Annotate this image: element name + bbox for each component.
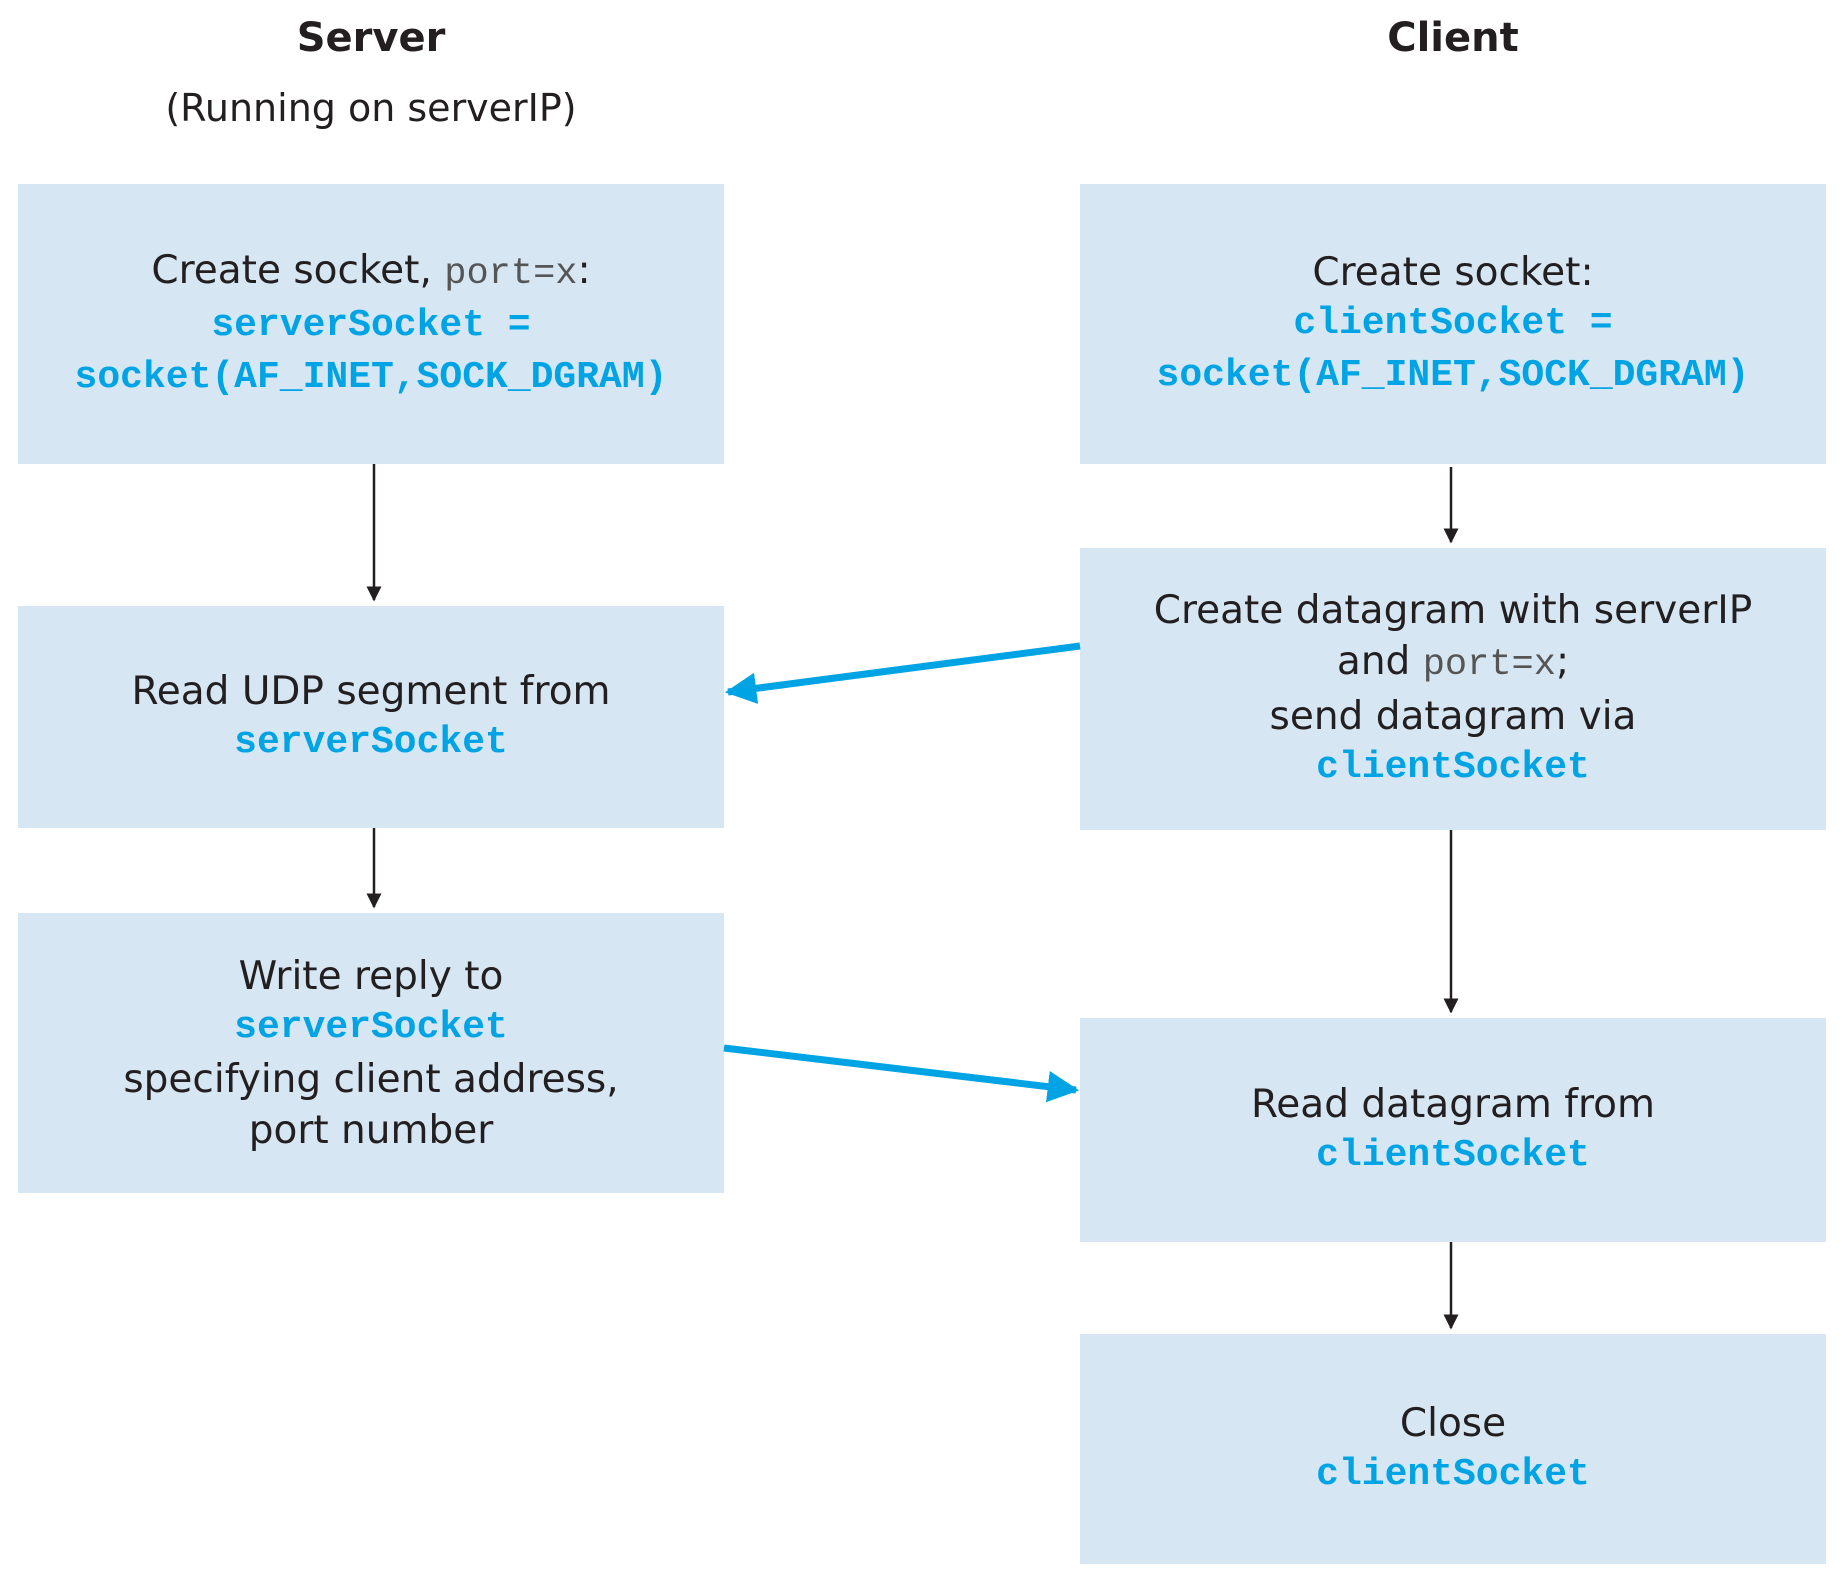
server-write-reply-label: Write reply to bbox=[238, 953, 504, 999]
server-create-socket-box: Create socket, port=x: serverSocket = so… bbox=[18, 184, 724, 464]
server-subtitle: (Running on serverIP) bbox=[165, 86, 577, 130]
server-socket-assign-code: serverSocket = bbox=[211, 303, 531, 347]
server-write-port-number-label: port number bbox=[248, 1107, 494, 1153]
client-socket-call-code: socket(AF_INET,SOCK_DGRAM) bbox=[1156, 353, 1750, 397]
client-send-socket-code: clientSocket bbox=[1316, 745, 1590, 789]
server-write-client-address-label: specifying client address, bbox=[123, 1056, 619, 1102]
server-read-segment-box: Read UDP segment from serverSocket bbox=[18, 606, 724, 828]
client-close-box: Close clientSocket bbox=[1080, 1334, 1826, 1564]
client-create-socket-box: Create socket: clientSocket = socket(AF_… bbox=[1080, 184, 1826, 464]
server-write-reply-box: Write reply to serverSocket specifying c… bbox=[18, 913, 724, 1193]
server-port-code: port=x bbox=[444, 252, 578, 295]
server-create-socket-label: Create socket, port=x: bbox=[151, 247, 591, 295]
client-read-socket-code: clientSocket bbox=[1316, 1133, 1590, 1177]
client-socket-assign-code: clientSocket = bbox=[1293, 301, 1613, 345]
client-read-datagram-box: Read datagram from clientSocket bbox=[1080, 1018, 1826, 1242]
client-close-label: Close bbox=[1399, 1400, 1507, 1446]
client-close-socket-code: clientSocket bbox=[1316, 1452, 1590, 1496]
server-write-socket-code: serverSocket bbox=[234, 1005, 508, 1049]
server-title: Server bbox=[296, 15, 446, 61]
client-datagram-port-label: and port=x; bbox=[1336, 638, 1570, 686]
client-read-datagram-label: Read datagram from bbox=[1250, 1081, 1656, 1127]
client-to-server-datagram-arrow bbox=[724, 642, 1081, 704]
server-socket-call-code: socket(AF_INET,SOCK_DGRAM) bbox=[74, 355, 668, 399]
client-port-code: port=x bbox=[1422, 643, 1556, 686]
client-send-datagram-box: Create datagram with serverIP and port=x… bbox=[1080, 548, 1826, 830]
client-create-datagram-label: Create datagram with serverIP bbox=[1153, 587, 1753, 633]
server-read-socket-code: serverSocket bbox=[234, 720, 508, 764]
server-to-client-reply-arrow bbox=[723, 1044, 1080, 1103]
client-create-socket-label: Create socket: bbox=[1312, 249, 1594, 295]
client-send-via-label: send datagram via bbox=[1269, 693, 1637, 739]
server-read-segment-label: Read UDP segment from bbox=[131, 668, 611, 714]
client-title: Client bbox=[1387, 15, 1519, 61]
